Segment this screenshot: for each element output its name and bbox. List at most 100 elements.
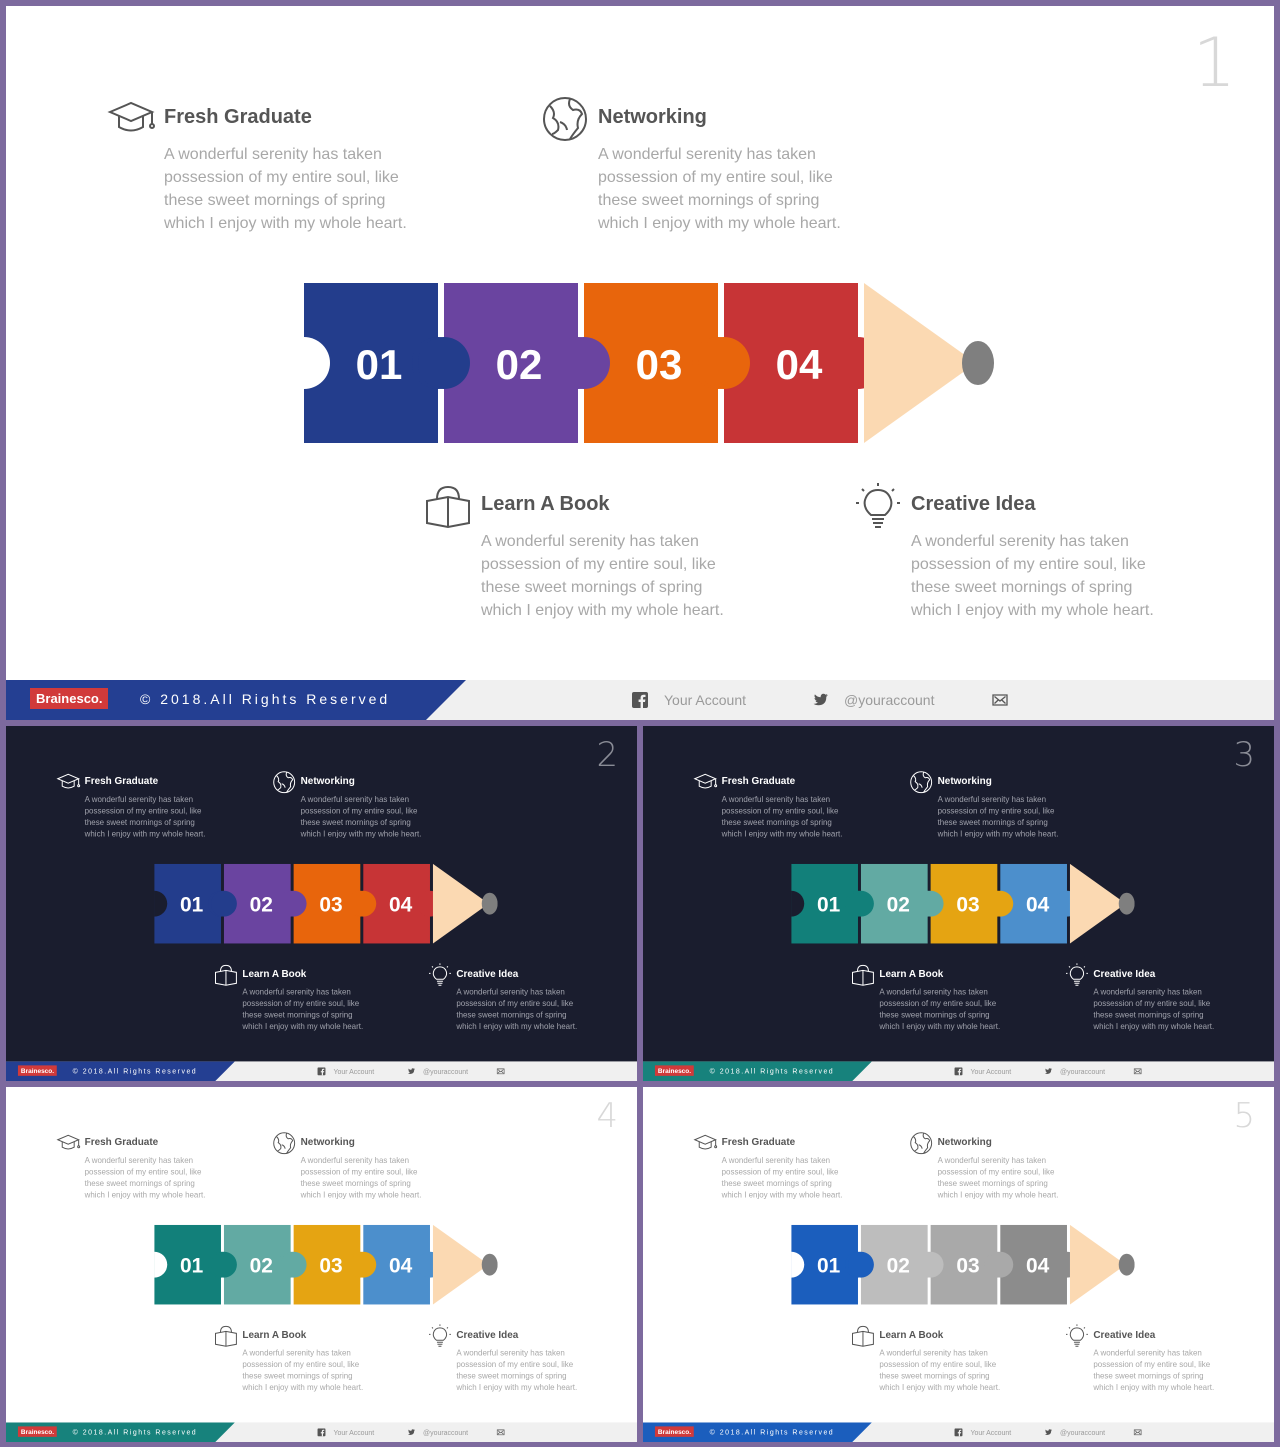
slide-footer: Brainesco. © 2018.All Rights Reserved Yo… xyxy=(6,1061,637,1081)
brand-logo: Brainesco. xyxy=(654,1426,694,1437)
book-icon xyxy=(851,962,876,987)
facebook-label: Your Account xyxy=(333,1428,375,1437)
graduation-cap-icon xyxy=(56,1131,81,1156)
feature-networking: Networking A wonderful serenity has take… xyxy=(273,1132,450,1201)
twitter-label: @youraccount xyxy=(1060,1067,1106,1076)
feature-title: Networking xyxy=(598,106,707,128)
slide-footer: Brainesco. © 2018.All Rights Reserved Yo… xyxy=(643,1422,1274,1442)
feature-text: A wonderful serenity has taken possessio… xyxy=(937,795,1059,839)
feature-text: A wonderful serenity has taken possessio… xyxy=(84,1156,206,1200)
slide-2[interactable]: 2 Fresh Graduate A wonderful serenity ha… xyxy=(6,726,637,1081)
facebook-link[interactable]: Your Account xyxy=(632,680,746,720)
facebook-icon xyxy=(954,1067,963,1076)
feature-networking: Networking A wonderful serenity has take… xyxy=(273,771,450,840)
globe-icon xyxy=(540,94,590,144)
piece-number: 04 xyxy=(776,341,823,388)
twitter-link[interactable]: @youraccount xyxy=(407,1061,468,1081)
brand-logo: Brainesco. xyxy=(17,1426,57,1437)
slide-footer: Brainesco. © 2018.All Rights Reserved Yo… xyxy=(6,1422,637,1442)
globe-icon xyxy=(909,770,934,795)
facebook-label: Your Account xyxy=(970,1428,1012,1437)
feature-fresh-graduate: Fresh Graduate A wonderful serenity has … xyxy=(56,773,234,840)
copyright-text: © 2018.All Rights Reserved xyxy=(72,1066,198,1075)
piece-number: 03 xyxy=(956,894,979,917)
piece-number: 01 xyxy=(356,341,403,388)
mail-link[interactable] xyxy=(1133,1422,1150,1442)
feature-text: A wonderful serenity has taken possessio… xyxy=(242,988,364,1032)
twitter-label: @youraccount xyxy=(1060,1428,1106,1437)
pencil-tip xyxy=(962,341,994,385)
feature-creative-idea: Creative Idea A wonderful serenity has t… xyxy=(428,963,605,1032)
feature-title: Creative Idea xyxy=(456,1329,519,1341)
copyright-text: © 2018.All Rights Reserved xyxy=(709,1066,835,1075)
brand-logo: Brainesco. xyxy=(654,1065,694,1076)
mail-link[interactable] xyxy=(496,1061,513,1081)
feature-title: Learn A Book xyxy=(481,493,610,515)
footer-band: Brainesco. © 2018.All Rights Reserved xyxy=(6,680,466,720)
mail-icon xyxy=(1133,1429,1142,1436)
slide-5[interactable]: 5 Fresh Graduate A wonderful serenity ha… xyxy=(643,1087,1274,1442)
feature-fresh-graduate: Fresh Graduate A wonderful serenity has … xyxy=(56,1134,234,1201)
facebook-link[interactable]: Your Account xyxy=(954,1061,1011,1081)
facebook-icon xyxy=(954,1428,963,1437)
piece-number: 04 xyxy=(1026,1255,1050,1278)
feature-text: A wonderful serenity has taken possessio… xyxy=(721,795,843,839)
twitter-link[interactable]: @youraccount xyxy=(407,1422,468,1442)
pencil-tip xyxy=(1118,892,1135,915)
facebook-link[interactable]: Your Account xyxy=(954,1422,1012,1442)
slide-number: 4 xyxy=(596,1095,619,1136)
feature-title: Fresh Graduate xyxy=(721,1136,796,1148)
facebook-link[interactable]: Your Account xyxy=(317,1061,374,1081)
piece-number: 01 xyxy=(180,894,204,917)
book-icon xyxy=(214,1323,239,1348)
feature-text: A wonderful serenity has taken possessio… xyxy=(456,988,578,1032)
feature-fresh-graduate: Fresh Graduate A wonderful serenity has … xyxy=(693,1134,871,1201)
piece-number: 02 xyxy=(250,1255,273,1278)
twitter-link[interactable]: @youraccount xyxy=(1044,1422,1105,1442)
mail-link[interactable] xyxy=(496,1422,513,1442)
mail-link[interactable] xyxy=(1133,1061,1150,1081)
lightbulb-icon xyxy=(853,481,903,531)
feature-networking: Networking A wonderful serenity has take… xyxy=(910,1132,1087,1201)
feature-learn-a-book: Learn A Book A wonderful serenity has ta… xyxy=(215,964,391,1032)
footer-band: Brainesco. © 2018.All Rights Reserved xyxy=(6,1422,235,1442)
feature-text: A wonderful serenity has taken possessio… xyxy=(937,1156,1059,1200)
twitter-icon xyxy=(813,693,828,706)
facebook-icon xyxy=(317,1067,326,1076)
puzzle-piece-02: 02 xyxy=(211,863,304,944)
feature-title: Creative Idea xyxy=(911,493,1036,515)
feature-creative-idea: Creative Idea A wonderful serenity has t… xyxy=(1065,1324,1242,1393)
feature-title: Networking xyxy=(937,775,992,787)
pencil-puzzle-graphic: 01 02 03 04 xyxy=(154,863,498,944)
feature-title: Networking xyxy=(300,1136,355,1148)
piece-number: 03 xyxy=(319,894,342,917)
graduation-cap-icon xyxy=(693,770,718,795)
pencil-wood xyxy=(864,283,976,443)
piece-number: 04 xyxy=(389,894,413,917)
feature-text: A wonderful serenity has taken possessio… xyxy=(879,988,1001,1032)
facebook-label: Your Account xyxy=(664,692,746,708)
book-icon xyxy=(851,1323,876,1348)
twitter-label: @youraccount xyxy=(423,1428,469,1437)
slide-1[interactable]: 1 Fresh Graduate A wonderful serenity ha… xyxy=(6,6,1274,720)
puzzle-piece-04: 04 xyxy=(350,863,443,944)
feature-text: A wonderful serenity has taken possessio… xyxy=(879,1349,1001,1393)
mail-link[interactable] xyxy=(992,680,1024,720)
footer-band: Brainesco. © 2018.All Rights Reserved xyxy=(643,1061,872,1081)
brand-logo: Brainesco. xyxy=(30,688,109,709)
slide-4[interactable]: 4 Fresh Graduate A wonderful serenity ha… xyxy=(6,1087,637,1442)
pencil-tip xyxy=(1118,1253,1135,1276)
feature-text: A wonderful serenity has taken possessio… xyxy=(164,146,407,232)
twitter-link[interactable]: @youraccount xyxy=(1044,1061,1105,1081)
slide-number: 1 xyxy=(1192,24,1236,103)
feature-title: Learn A Book xyxy=(879,1329,944,1341)
slide-3[interactable]: 3 Fresh Graduate A wonderful serenity ha… xyxy=(643,726,1274,1081)
feature-text: A wonderful serenity has taken possessio… xyxy=(300,795,422,839)
puzzle-piece-03: 03 xyxy=(917,863,1011,944)
facebook-link[interactable]: Your Account xyxy=(317,1422,375,1442)
graduation-cap-icon xyxy=(56,770,81,795)
pencil-tip xyxy=(481,1253,498,1276)
twitter-link[interactable]: @youraccount xyxy=(812,680,934,720)
